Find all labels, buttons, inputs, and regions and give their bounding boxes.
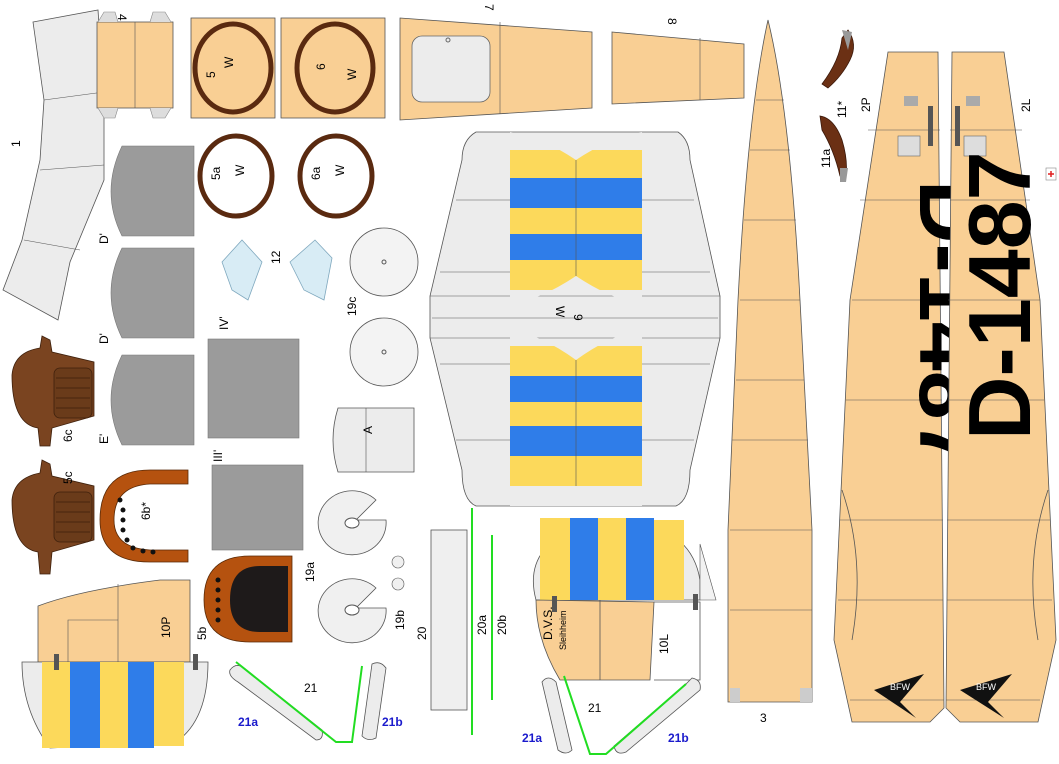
part-6a-label: 6a <box>309 166 323 180</box>
part-21-right: 21 21a 21b <box>522 675 701 755</box>
label-d-upper: D' <box>97 233 111 244</box>
part-1-curved-strip: 1 <box>2 9 105 321</box>
part-7-label: 7 <box>482 4 496 11</box>
part-20-label: 20 <box>415 626 429 640</box>
part-10P-label: 10P <box>159 617 173 638</box>
part-21a-right-label: 21a <box>522 731 542 745</box>
part-21a-left-label: 21a <box>238 715 258 729</box>
bfw-logo-left: BFW <box>874 674 924 718</box>
part-19c-label: 19c <box>345 297 359 316</box>
part-11a-label: 11a <box>819 149 833 168</box>
part-6: 6 W <box>280 17 386 119</box>
bfw-logo-right: BFW <box>960 674 1012 718</box>
label-iv: IV' <box>217 316 231 330</box>
part-9-w-mark: W <box>553 306 567 318</box>
part-19a-label: 19a <box>303 562 317 582</box>
part-4-label: 4 <box>115 14 129 21</box>
label-d-lower: D' <box>97 333 111 344</box>
part-9-label: 9 <box>571 314 585 321</box>
part-6c: 6c <box>11 335 95 447</box>
grey-panel-d-lower: D' <box>97 247 195 344</box>
part-10L-tail: D.V.S. Sleihheim 10L <box>532 518 717 681</box>
part-3-label: 3 <box>760 711 767 725</box>
part-8: 8 <box>611 18 745 105</box>
part-7: 7 <box>399 4 593 121</box>
part-5c-label: 5c <box>61 471 75 484</box>
part-6a-w-mark: W <box>333 164 347 176</box>
part-1-label: 1 <box>9 140 23 147</box>
part-5b-label: 5b <box>195 626 209 640</box>
part-5c: 5c <box>11 459 95 575</box>
part-10L-label: 10L <box>657 634 671 654</box>
part-2L-label: 2L <box>1019 98 1033 112</box>
part-a: A <box>332 407 415 473</box>
part-20b: 20b <box>491 535 509 700</box>
part-6c-label: 6c <box>61 429 75 442</box>
part-19b-label: 19b <box>393 610 407 630</box>
part-21-right-label: 21 <box>588 701 602 715</box>
part-8-label: 8 <box>665 18 679 25</box>
bfw-logo-left-text: BFW <box>890 682 911 692</box>
part-12-label: 12 <box>269 250 283 264</box>
label-e: E' <box>97 434 111 444</box>
part-2P-label: 2P <box>859 97 873 112</box>
grey-panel-d-upper: D' <box>97 145 195 244</box>
wing-bottom-stripes <box>510 330 642 506</box>
part-6b-label: 6b* <box>139 502 153 520</box>
part-6b: 6b* <box>99 469 189 563</box>
tail-text-line2: Sleihheim <box>558 610 568 650</box>
grey-panel-iv: IV' <box>207 316 300 439</box>
grey-panel-iii: III' <box>211 450 304 551</box>
part-19b: 19b <box>317 490 407 644</box>
part-6-w-mark: W <box>345 68 359 80</box>
bfw-logo-right-text: BFW <box>976 682 997 692</box>
part-11-label: 11* <box>835 101 849 118</box>
part-5a: 5a W <box>197 133 275 219</box>
part-6-label: 6 <box>314 63 328 70</box>
part-5: 5 W <box>190 17 276 119</box>
registration-right: D-1487 <box>950 151 1049 440</box>
part-5a-w-mark: W <box>233 164 247 176</box>
part-20a: 20a <box>471 508 489 735</box>
part-10P-tail: 10P 5b <box>21 579 209 749</box>
part-9-wing: W 9 <box>429 131 721 507</box>
part-5-label: 5 <box>204 71 218 78</box>
part-20: 20 <box>415 529 468 711</box>
label-iii: III' <box>211 450 225 462</box>
part-2L: D-1487 BFW 2L <box>945 51 1057 723</box>
part-a-label: A <box>361 426 375 434</box>
wing-top-stripes <box>510 132 642 304</box>
part-21-left-label: 21 <box>304 681 318 695</box>
part-12: 12 <box>221 239 333 301</box>
grey-panel-e: E' <box>97 354 195 446</box>
part-21b-left-label: 21b <box>382 715 403 729</box>
part-5-w-mark: W <box>222 56 236 68</box>
part-21-left: 21 21a 21b <box>229 661 403 743</box>
part-11: 11* 11a <box>819 29 854 182</box>
part-20a-label: 20a <box>475 615 489 635</box>
tail-text-dvs: D.V.S. <box>541 606 555 640</box>
part-19a: 19a <box>203 555 317 643</box>
part-5a-label: 5a <box>209 166 223 180</box>
red-cross-icon <box>1045 167 1057 181</box>
part-3: 3 <box>727 19 813 725</box>
part-6a: 6a W <box>297 133 375 219</box>
part-21b-right-label: 21b <box>668 731 689 745</box>
part-4: 4 <box>96 11 174 119</box>
part-20b-label: 20b <box>495 615 509 635</box>
part-19c: 19c <box>345 227 419 387</box>
